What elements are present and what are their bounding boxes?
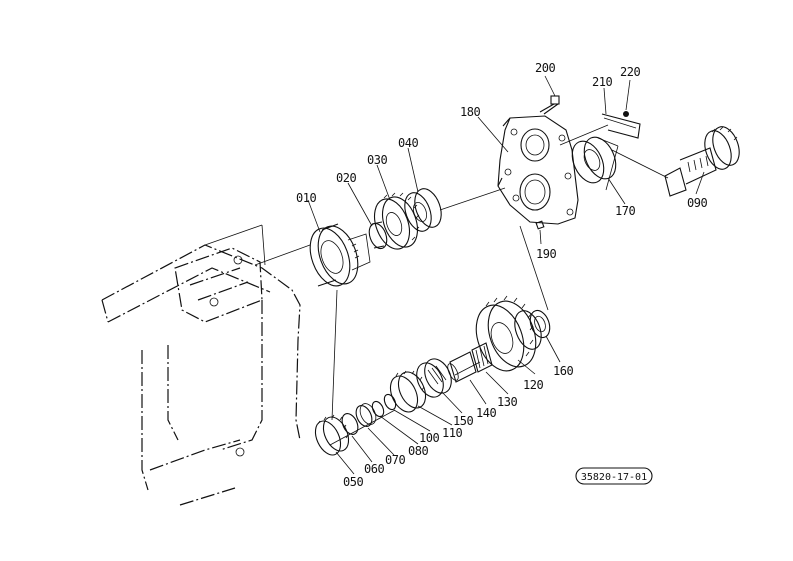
label-160: 160 [553,364,573,378]
sleeve-140 [447,351,477,383]
collar-020 [368,221,388,250]
shaft-090 [664,126,740,197]
label-140: 140 [476,406,496,420]
ring-100 [383,393,397,411]
label-110: 110 [442,426,462,440]
transmission-housing [101,224,301,506]
bracket-210 [601,113,641,139]
label-060: 060 [364,462,384,476]
bolt-200 [539,95,560,115]
assembly-guide-lines [331,137,619,421]
pin-190 [535,220,545,230]
sleeve-040 [404,188,442,232]
label-070: 070 [385,453,405,467]
reference-code: 35820-17-01 [581,472,647,483]
bolt-220 [623,111,629,117]
label-100: 100 [419,431,439,445]
label-190: 190 [536,247,556,261]
label-050: 050 [343,475,363,489]
gear-010 [309,223,371,287]
ring-160 [529,309,551,339]
upper-shaft-axis [254,124,669,266]
washer-080 [371,400,385,418]
bearing-070 [355,403,377,427]
label-040: 040 [398,136,418,150]
bearing-plate-180 [497,115,579,225]
reference-code-box: 35820-17-01 [575,467,653,485]
label-120: 120 [523,378,543,392]
label-210: 210 [592,75,612,89]
label-130: 130 [497,395,517,409]
ring-060 [341,413,359,435]
label-180: 180 [460,105,480,119]
bearing-150 [416,358,452,398]
label-150: 150 [453,414,473,428]
label-090: 090 [687,196,707,210]
gear-050 [314,414,350,456]
label-030: 030 [367,153,387,167]
part-labels: 010 020 030 040 050 060 070 080 090 100 … [296,61,708,489]
label-020: 020 [336,171,356,185]
label-170: 170 [615,204,635,218]
label-010: 010 [296,191,316,205]
label-220: 220 [620,65,640,79]
label-080: 080 [408,444,428,458]
label-200: 200 [535,61,555,75]
leader-lines [307,75,705,475]
bearing-170 [571,136,617,184]
